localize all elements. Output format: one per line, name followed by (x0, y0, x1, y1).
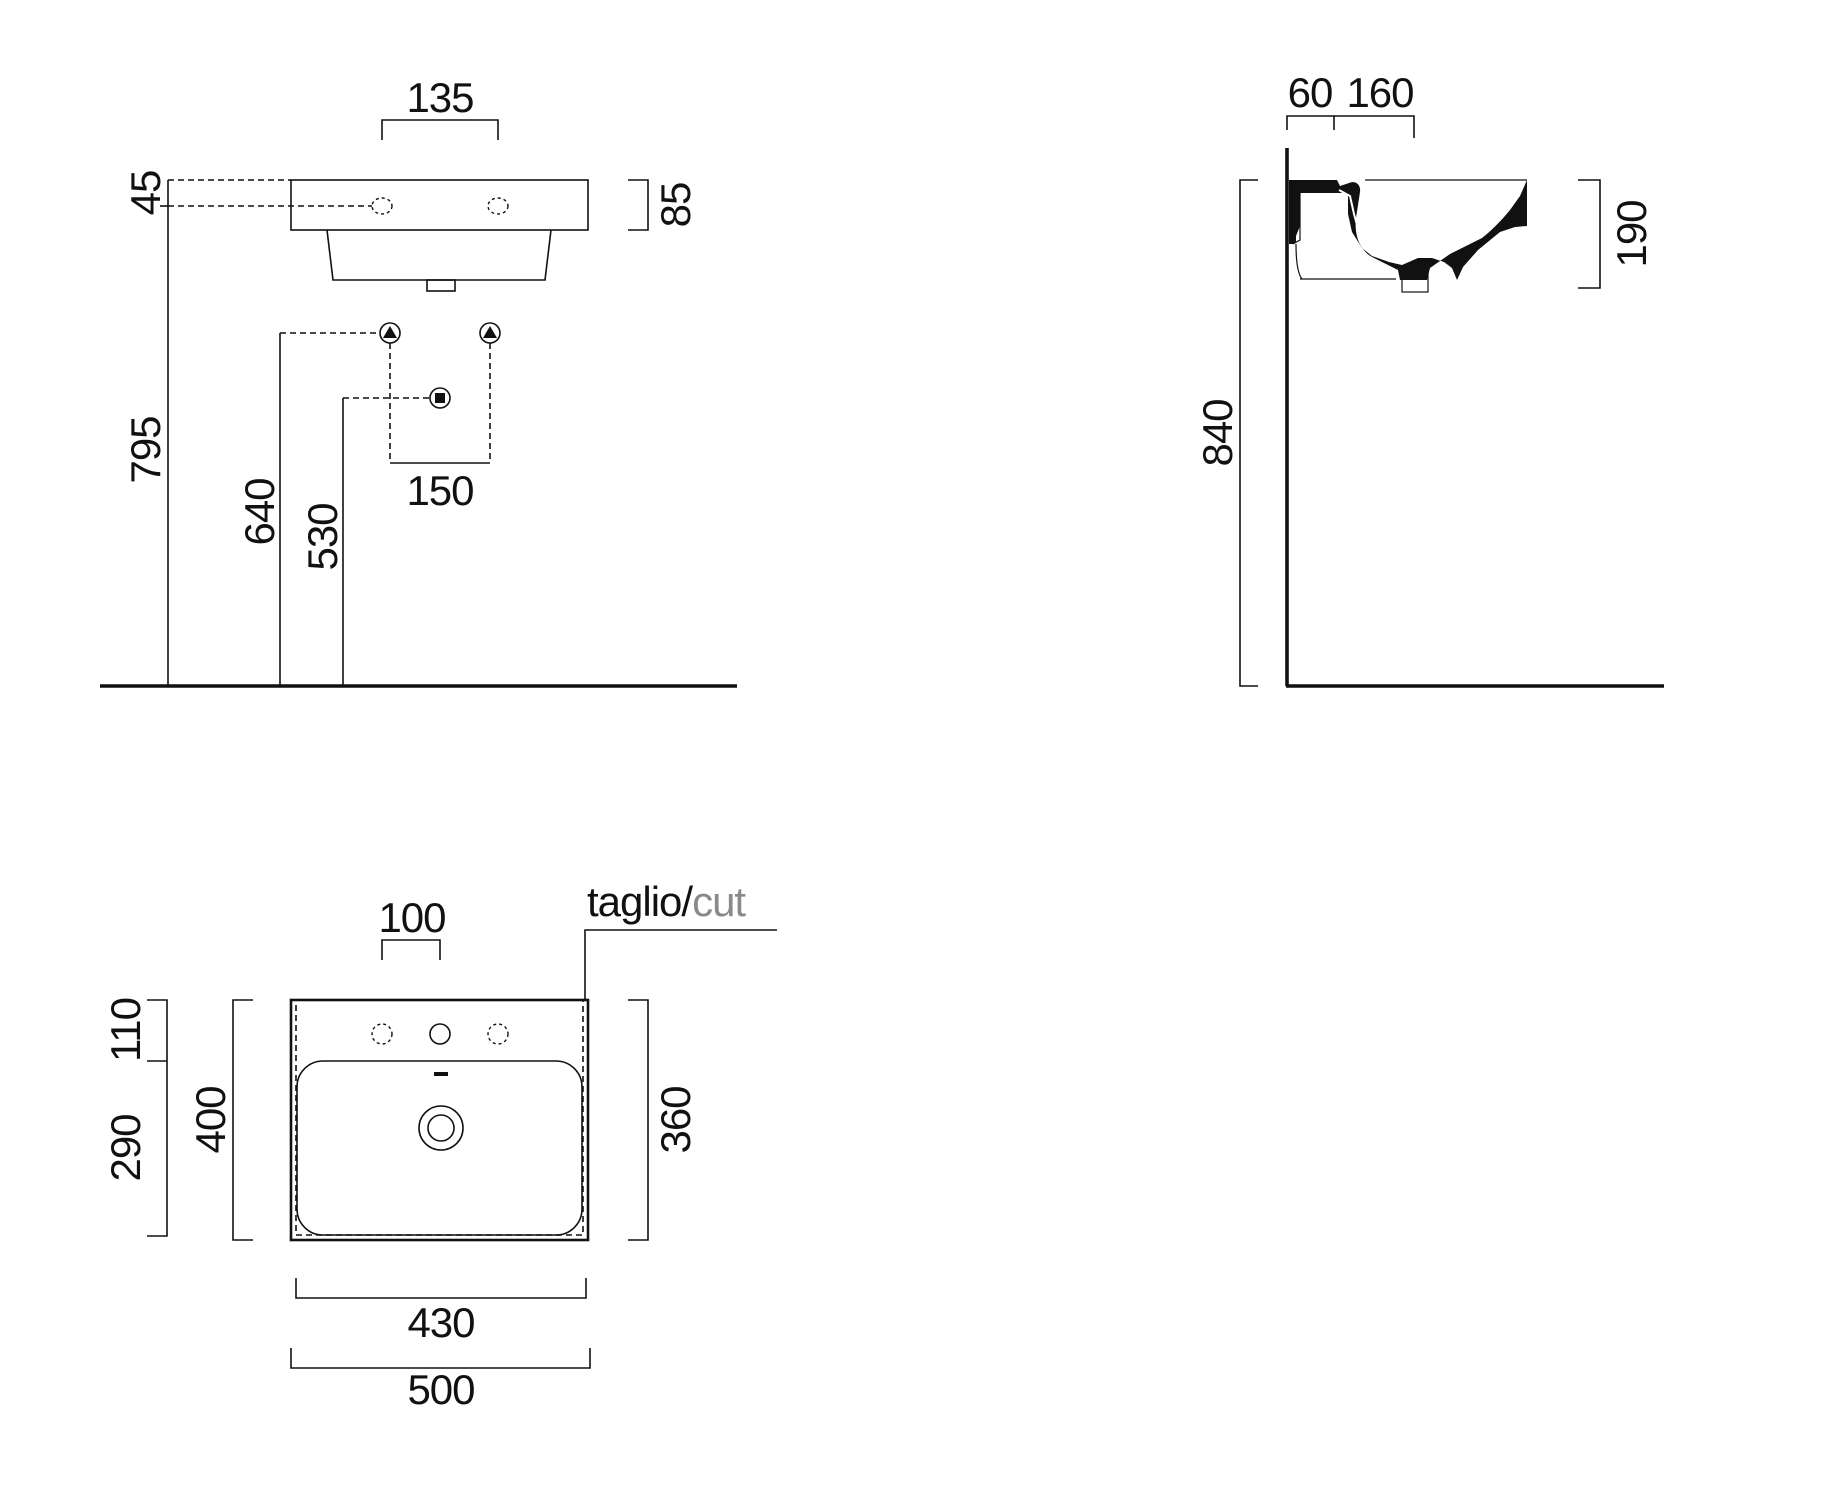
dim-line-60 (1286, 115, 1335, 130)
waste-drain-icon (418, 1105, 464, 1151)
drain-outlet-icon (429, 387, 451, 409)
dim-cut-depth: 360 (652, 1086, 699, 1153)
bowl-outline (296, 1060, 583, 1236)
dim-line-135 (381, 119, 499, 140)
dim-basin-height: 85 (652, 183, 699, 228)
dim-line-400-left (147, 999, 168, 1237)
top-view: 100 taglio/cut 110 290 400 360 430 500 (102, 878, 777, 1413)
supply-valve-icon (479, 322, 501, 344)
cut-leader (584, 929, 777, 1000)
dim-line-500 (290, 1348, 591, 1369)
dim-top-offset: 45 (122, 171, 169, 216)
tap-hole-icon (371, 1023, 393, 1045)
front-view: 135 45 85 795 640 530 (100, 74, 737, 688)
drain-inner-ring (427, 1114, 455, 1142)
tap-hole-icon (371, 197, 393, 215)
dim-line-400 (232, 999, 253, 1241)
tap-hole-icon (487, 197, 509, 215)
waste-drain-icon (1401, 265, 1429, 293)
dim-supply-height: 640 (236, 478, 283, 545)
dim-hole-depth: 160 (1346, 69, 1413, 116)
tap-hole-icon (487, 1023, 509, 1045)
basin-outline (289, 998, 590, 1242)
dim-line-360 (628, 999, 649, 1241)
dim-supply-spacing: 150 (406, 467, 473, 514)
basin-section-inner (1292, 193, 1301, 245)
dim-line-840 (1239, 179, 1258, 687)
dim-line-430 (295, 1278, 587, 1299)
dim-line-160 (1334, 115, 1415, 138)
basin-section (1289, 180, 1527, 280)
dim-bowl-depth: 290 (102, 1114, 149, 1181)
overflow-slot (434, 1072, 448, 1076)
dim-top-holes-spacing: 135 (406, 74, 473, 121)
cut-label: taglio/cut (587, 878, 746, 925)
dim-rim-height: 795 (122, 416, 169, 483)
dim-line-85 (628, 179, 649, 231)
basin-rim (290, 179, 589, 231)
dim-line-190 (1578, 179, 1601, 289)
cut-label-primary: taglio/ (587, 878, 693, 925)
basin-section-curve (1295, 243, 1303, 280)
dim-cut-width: 430 (407, 1299, 474, 1346)
dim-wall-offset: 60 (1288, 69, 1333, 116)
dim-rear-band: 110 (102, 998, 149, 1062)
dim-total-depth: 400 (187, 1086, 234, 1153)
basin-bowl (326, 229, 552, 281)
basin-section-glaze (1338, 189, 1403, 263)
dim-hole-spacing: 100 (378, 894, 445, 941)
supply-valve-icon (379, 322, 401, 344)
cut-label-secondary: cut (692, 878, 746, 925)
side-view: 60 160 190 840 (1194, 69, 1664, 688)
basin-drain-stub (426, 279, 456, 292)
dim-drain-height: 530 (299, 503, 346, 570)
tap-hole-icon (429, 1023, 451, 1045)
dim-total-width: 500 (407, 1366, 474, 1413)
dim-total-height: 840 (1194, 399, 1241, 466)
cut-line (295, 1000, 584, 1236)
dim-line-100 (381, 939, 441, 960)
dim-basin-depth: 190 (1608, 200, 1655, 267)
